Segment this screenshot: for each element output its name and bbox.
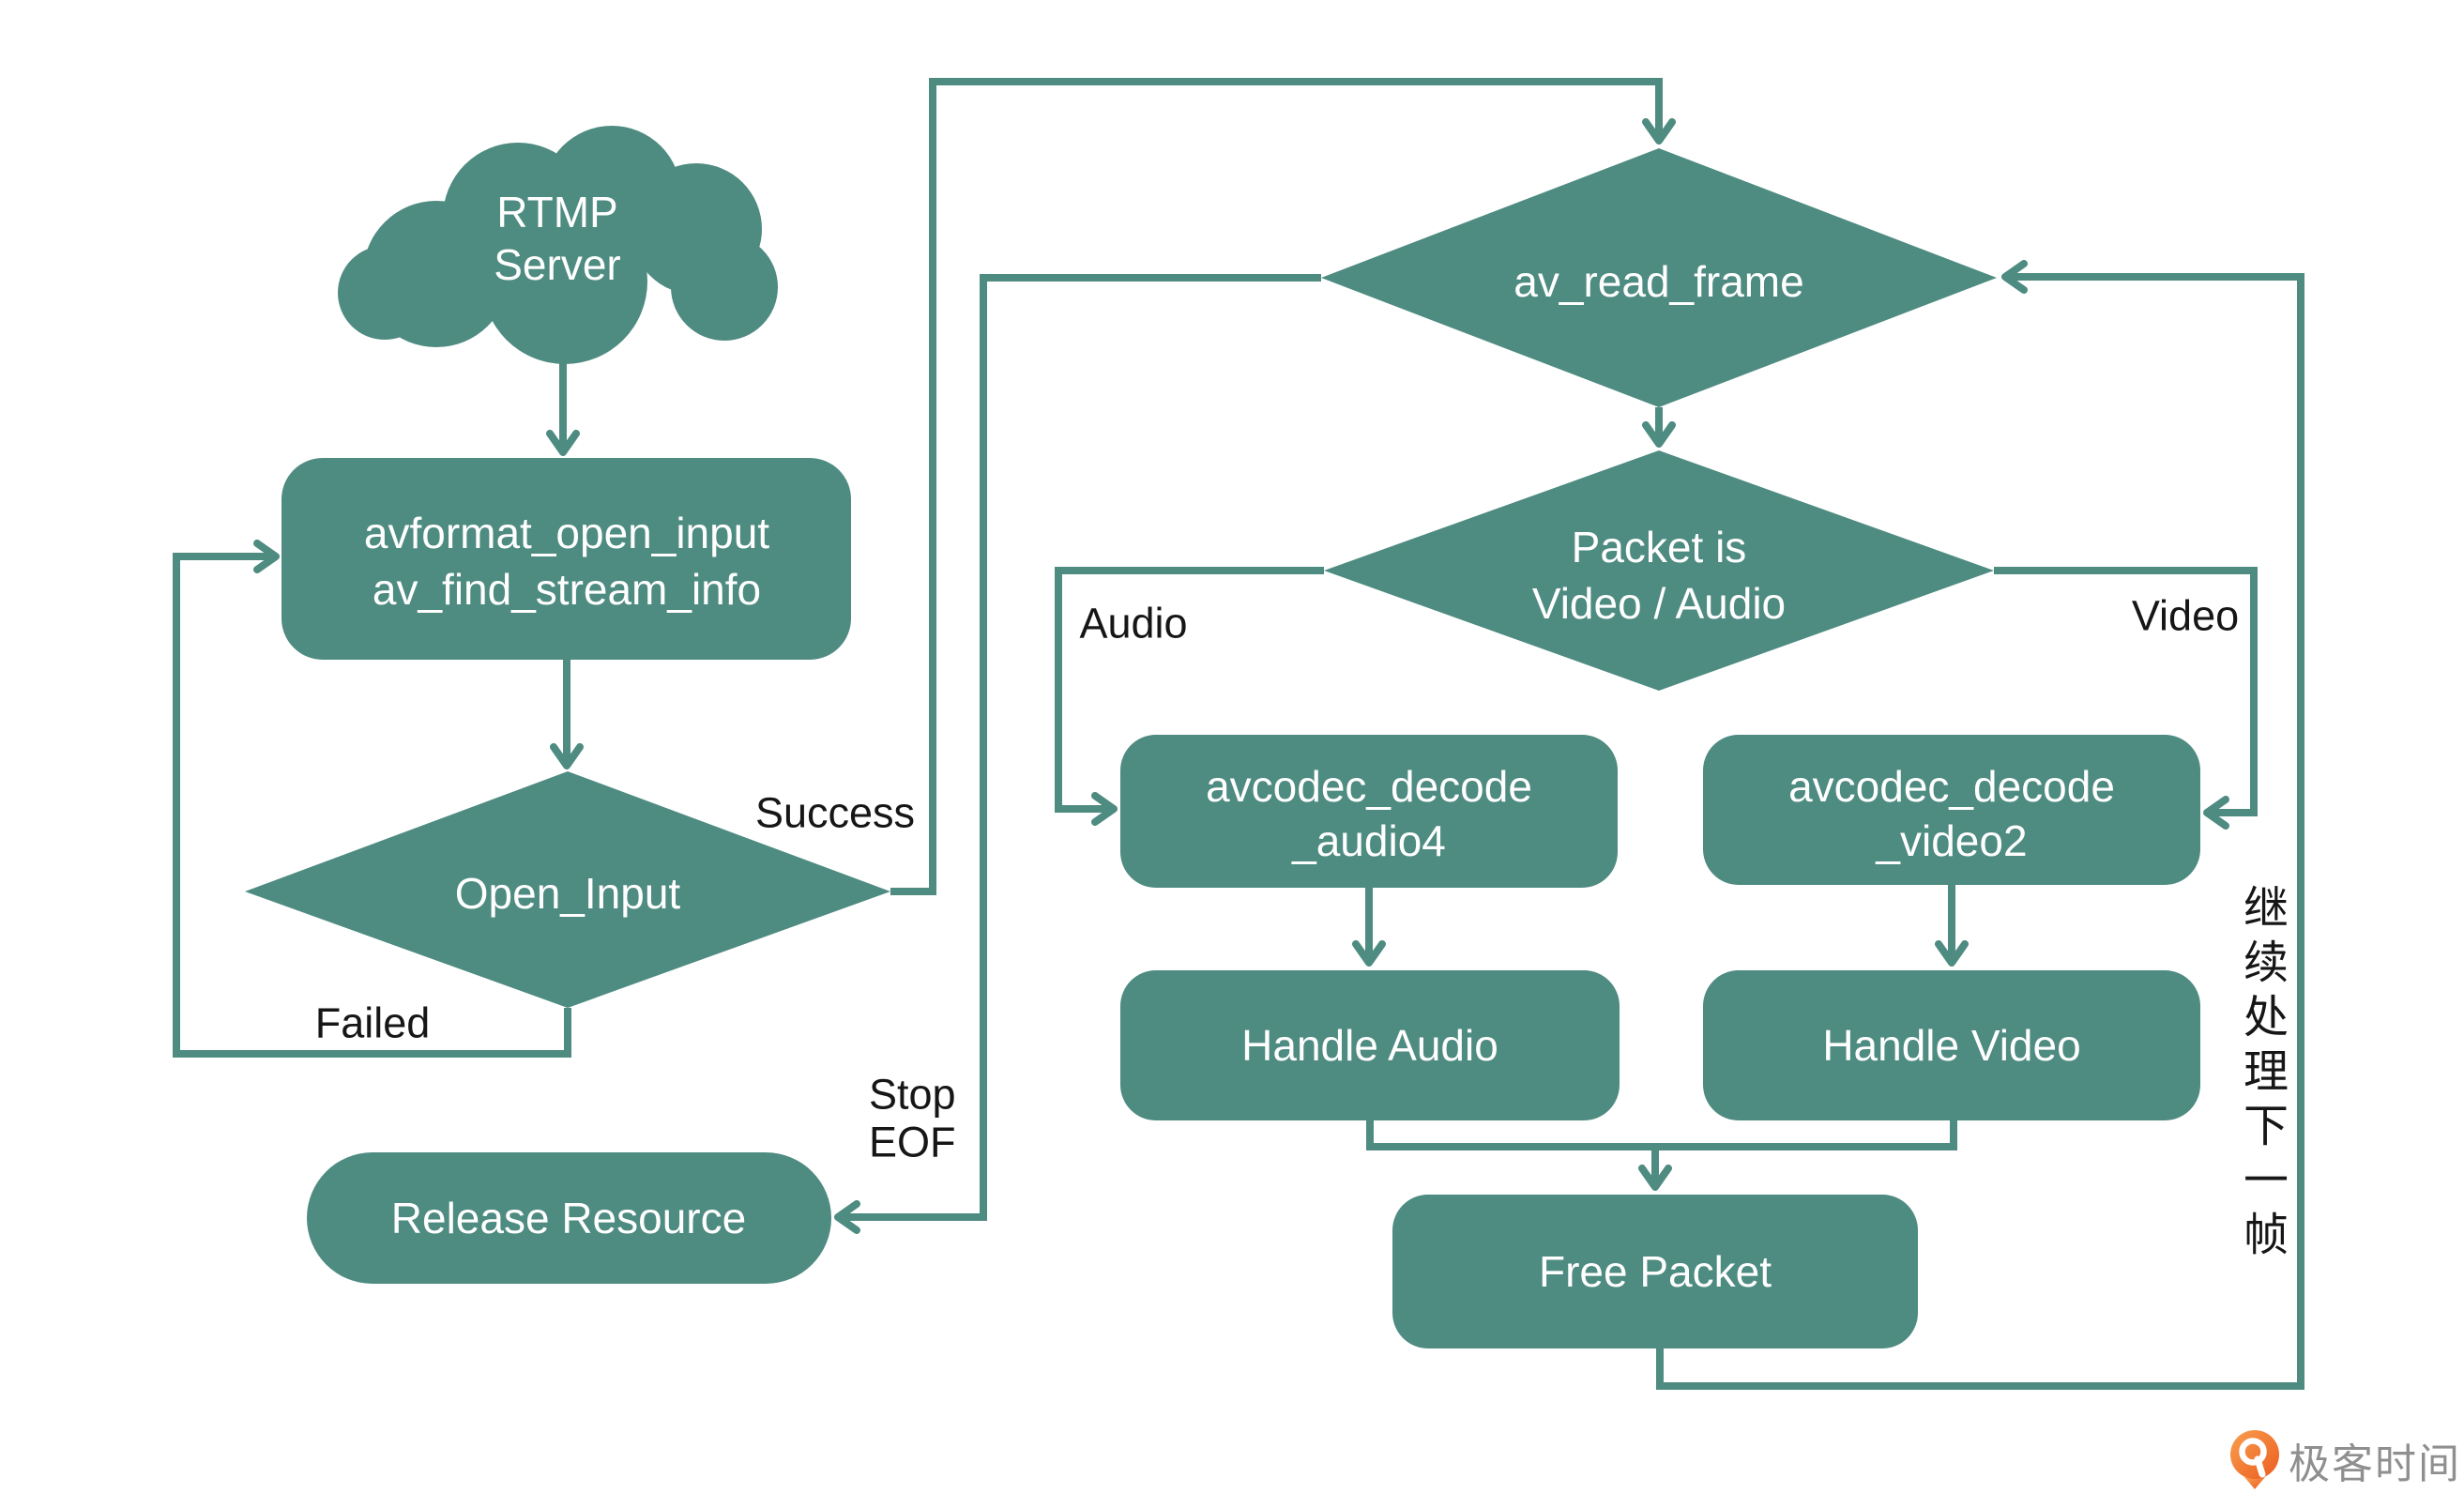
process-box [1703,970,2200,1120]
logo-pin-tail [2244,1477,2265,1489]
decision-diamond [1321,148,1997,407]
node-decode-video: avcodec_decode _video2 [1703,735,2200,885]
geektime-logo: 极客时间 [2229,1430,2461,1490]
node-rtmp-server: RTMP Server [338,126,778,364]
process-box [1392,1195,1918,1348]
node-release-resource: Release Resource [307,1152,831,1284]
label-audio: Audio [1079,600,1187,647]
open-input-decision-label: Open_Input [455,869,681,918]
edge-video-branch [1994,567,2258,830]
node-free-packet: Free Packet [1392,1195,1918,1348]
logo-q-tail [2254,1455,2266,1478]
handle-video-label: Handle Video [1822,1021,2080,1070]
free-packet-label: Free Packet [1539,1247,1772,1296]
node-handle-audio: Handle Audio [1120,970,1620,1120]
edge-success-to-readframe [890,78,1676,895]
label-continue-next-frame: 继续处理下一帧 [2236,884,2286,1265]
read-frame-label: av_read_frame [1513,257,1803,306]
terminator-pill [307,1152,831,1284]
node-open-input-decision: Open_Input [245,771,890,1008]
packet-decision-line1: Packet is [1572,523,1747,571]
label-video: Video [2132,592,2239,640]
edge-merge-bar [1366,1120,1957,1150]
decode-video-line1: avcodec_decode [1788,762,2115,811]
geektime-logo-icon [2230,1430,2279,1489]
cloud-icon [338,126,778,364]
open-input-box-line1: avformat_open_input [364,509,769,557]
decision-diamond [245,771,890,1008]
process-box [1120,735,1618,888]
label-eof: EOF [869,1119,956,1166]
logo-circle [2230,1430,2279,1479]
process-box [1120,970,1620,1120]
node-handle-video: Handle Video [1703,970,2200,1120]
rtmp-server-label-line2: Server [494,240,620,289]
open-input-box-line2: av_find_stream_info [373,565,761,614]
edge-failed-loop [173,540,571,1058]
decision-diamond [1324,450,1994,691]
node-packet-decision: Packet is Video / Audio [1324,450,1994,691]
label-success: Success [755,789,915,837]
edge-audio-branch [1055,567,1324,826]
edge-next-frame-loop [1656,260,2304,1390]
handle-audio-label: Handle Audio [1241,1021,1498,1070]
rtmp-server-label-line1: RTMP [496,188,618,236]
process-box [281,458,851,660]
decode-audio-line2: _audio4 [1291,816,1446,865]
node-read-frame-decision: av_read_frame [1321,148,1997,407]
process-box [1703,735,2200,885]
node-open-input-box: avformat_open_input av_find_stream_info [281,458,851,660]
logo-q-ring [2239,1438,2267,1466]
release-resource-label: Release Resource [391,1194,746,1242]
label-failed: Failed [315,999,431,1047]
packet-decision-line2: Video / Audio [1532,579,1786,628]
geektime-logo-text: 极客时间 [2289,1441,2461,1487]
node-decode-audio: avcodec_decode _audio4 [1120,735,1618,888]
edge-stop-eof-to-release [834,274,1321,1234]
decode-video-line2: _video2 [1875,816,2027,865]
label-stop: Stop [869,1071,956,1119]
decode-audio-line1: avcodec_decode [1206,762,1532,811]
